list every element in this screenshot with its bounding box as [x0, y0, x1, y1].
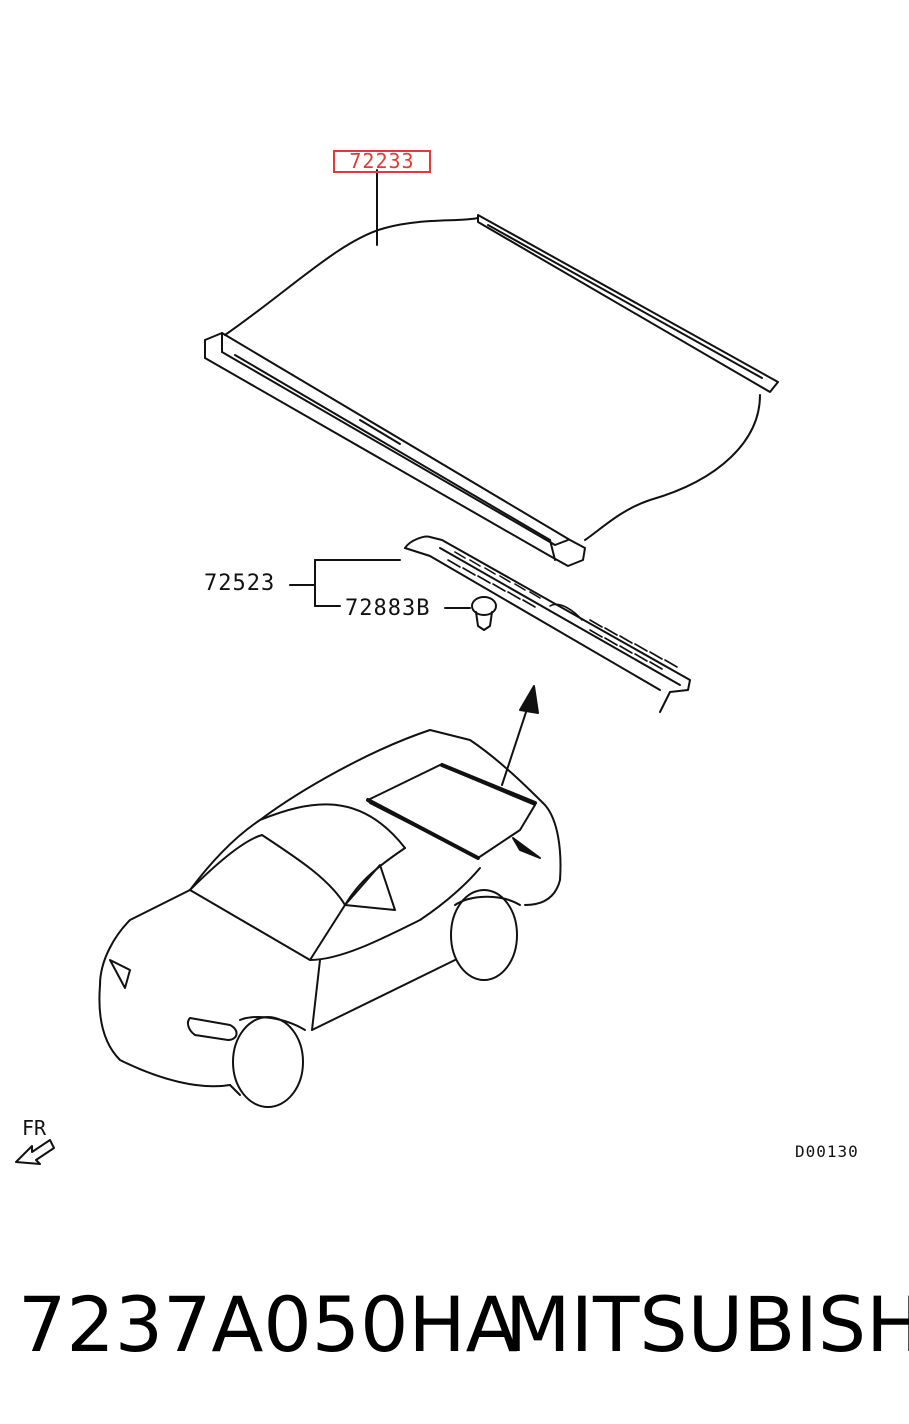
tonneau-cover-drawing: [204, 169, 779, 567]
part-number: 7237A050HA: [18, 1280, 518, 1369]
vehicle-drawing: [98, 729, 562, 1108]
location-arrow: [501, 685, 539, 786]
callout-72883b: 72883B: [345, 596, 431, 621]
callout-leader-lines: [289, 559, 471, 609]
trim-panel-drawing: [404, 535, 691, 713]
front-arrow-icon: [15, 1139, 55, 1165]
front-direction-label: FR: [22, 1116, 47, 1140]
footer-caption: 7237A050HA MITSUBISHI: [0, 1270, 909, 1380]
callout-72233: 72233: [333, 150, 431, 173]
callout-72523: 72523: [204, 571, 276, 596]
brand-name: MITSUBISHI: [505, 1280, 909, 1369]
clip-drawing: [471, 596, 497, 631]
diagram-reference-code: D00130: [795, 1142, 859, 1161]
